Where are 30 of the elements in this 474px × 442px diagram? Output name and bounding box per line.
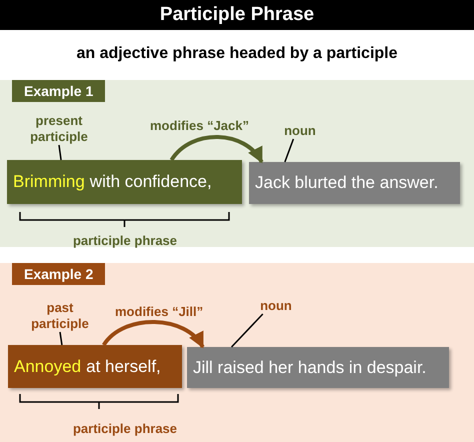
edge-label: modifies “Jack” <box>150 118 249 133</box>
bracket-label: participle phrase <box>72 421 178 436</box>
participle-word: Brimming <box>13 172 85 192</box>
curved-arrow <box>170 135 264 164</box>
sentence-text: Jack blurted the answer. <box>255 173 438 193</box>
example-panel <box>0 263 474 442</box>
annotation-label: past participle <box>20 300 100 332</box>
leader-line <box>59 332 63 346</box>
example-tab: Example 1 <box>12 80 106 102</box>
curved-arrow <box>102 320 204 348</box>
annotation-label: present participle <box>20 113 98 145</box>
sentence-box <box>7 160 242 204</box>
sentence-box <box>187 347 449 388</box>
leader-line <box>231 313 264 348</box>
participle-word: Annoyed <box>14 356 82 376</box>
example-panel <box>0 80 474 247</box>
bracket-label: participle phrase <box>72 233 178 248</box>
phrase-text: with confidence, <box>90 172 212 192</box>
edge-label: modifies “Jill” <box>115 304 204 319</box>
subtitle: an adjective phrase headed by a participle <box>76 45 398 63</box>
leader-line <box>284 138 294 162</box>
leader-line <box>58 144 62 160</box>
sentence-box <box>8 345 182 388</box>
sentence-text: Jill raised her hands in despair. <box>193 358 426 378</box>
annotation-label: noun <box>254 298 298 314</box>
sentence-box <box>249 162 460 204</box>
phrase-text: at herself, <box>86 356 161 376</box>
annotation-label: noun <box>278 123 322 139</box>
example-tab: Example 2 <box>12 263 106 285</box>
title: Participle Phrase <box>0 0 474 30</box>
